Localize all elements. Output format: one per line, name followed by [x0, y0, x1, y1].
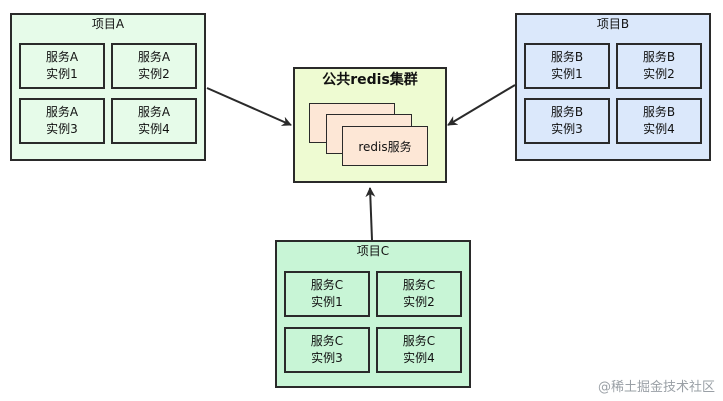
- service-a-instance-4: 服务A 实例4: [111, 98, 197, 144]
- service-a-instance-1: 服务A 实例1: [19, 43, 105, 89]
- watermark: @稀土掘金技术社区: [597, 380, 715, 395]
- project-c-box: 项目C 服务C 实例1 服务C 实例2 服务C 实例3 服务C 实例4: [275, 240, 471, 388]
- service-label: 服务B: [642, 50, 676, 64]
- instance-label: 实例1: [311, 295, 343, 309]
- service-label: 服务B: [550, 50, 584, 64]
- instance-label: 实例4: [138, 122, 170, 136]
- instance-label: 实例2: [643, 67, 675, 81]
- service-c-instance-4: 服务C 实例4: [376, 327, 462, 373]
- redis-service-label: redis服务: [358, 139, 412, 154]
- service-a-instance-3: 服务A 实例3: [19, 98, 105, 144]
- project-b-box: 项目B 服务B 实例1 服务B 实例2 服务B 实例3 服务B 实例4: [515, 13, 711, 161]
- service-c-instance-2: 服务C 实例2: [376, 271, 462, 317]
- project-a-title: 项目A: [91, 17, 125, 31]
- service-b-instance-2: 服务B 实例2: [616, 43, 702, 89]
- instance-label: 实例2: [403, 295, 435, 309]
- service-label: 服务C: [310, 334, 344, 348]
- redis-cluster-title: 公共redis集群: [322, 72, 418, 88]
- project-a-box: 项目A 服务A 实例1 服务A 实例2 服务A 实例3 服务A 实例4: [10, 13, 206, 161]
- service-label: 服务A: [45, 50, 79, 64]
- instance-label: 实例3: [46, 122, 78, 136]
- arrow-b-to-cluster: [447, 84, 516, 126]
- service-label: 服务C: [402, 278, 436, 292]
- instance-label: 实例4: [643, 122, 675, 136]
- arrow-a-to-cluster: [206, 87, 292, 126]
- instance-label: 实例3: [551, 122, 583, 136]
- service-b-instance-3: 服务B 实例3: [524, 98, 610, 144]
- instance-label: 实例3: [311, 351, 343, 365]
- project-c-title: 项目C: [356, 244, 390, 258]
- arrow-c-to-cluster: [365, 187, 376, 241]
- service-label: 服务A: [45, 105, 79, 119]
- instance-label: 实例1: [551, 67, 583, 81]
- service-c-instance-1: 服务C 实例1: [284, 271, 370, 317]
- redis-cluster-box: 公共redis集群 redis服务: [293, 67, 447, 183]
- project-b-title: 项目B: [596, 17, 630, 31]
- instance-label: 实例1: [46, 67, 78, 81]
- service-b-instance-4: 服务B 实例4: [616, 98, 702, 144]
- service-label: 服务A: [137, 50, 171, 64]
- service-a-instance-2: 服务A 实例2: [111, 43, 197, 89]
- service-label: 服务A: [137, 105, 171, 119]
- instance-label: 实例4: [403, 351, 435, 365]
- service-label: 服务B: [642, 105, 676, 119]
- service-label: 服务B: [550, 105, 584, 119]
- service-c-instance-3: 服务C 实例3: [284, 327, 370, 373]
- redis-service-card-front: redis服务: [342, 126, 428, 166]
- service-b-instance-1: 服务B 实例1: [524, 43, 610, 89]
- service-label: 服务C: [310, 278, 344, 292]
- service-label: 服务C: [402, 334, 436, 348]
- instance-label: 实例2: [138, 67, 170, 81]
